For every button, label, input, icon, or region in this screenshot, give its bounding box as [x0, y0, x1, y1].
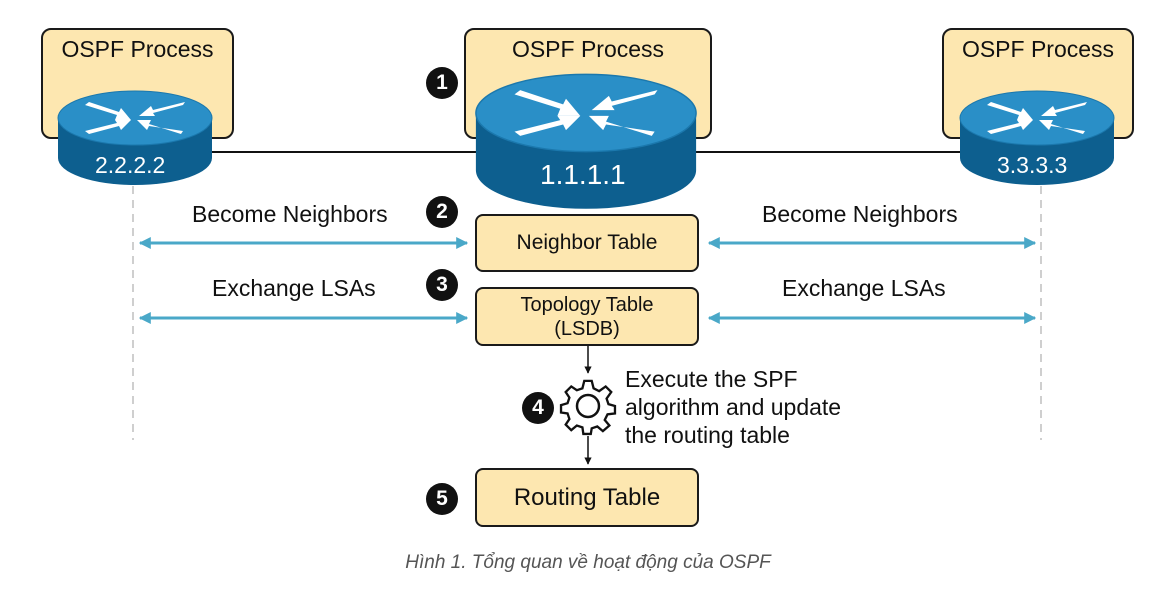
become-neighbors-label-right: Become Neighbors: [762, 201, 958, 227]
spf-description-line-1: Execute the SPF: [625, 366, 798, 392]
exchange-lsas-label-left: Exchange LSAs: [212, 275, 376, 301]
step-number-2: 2: [426, 196, 458, 228]
figure-caption: Hình 1. Tổng quan về hoạt động của OSPF: [405, 552, 771, 573]
step-number-4: 4: [522, 392, 554, 424]
ospf-process-label-right: OSPF Process: [961, 36, 1115, 62]
spf-description-line-2: algorithm and update: [625, 394, 842, 420]
router-id-center: 1.1.1.1: [540, 159, 626, 190]
neighbor-table-box: Neighbor Table: [475, 214, 699, 272]
routing-table-label: Routing Table: [513, 483, 661, 511]
step-number-3: 3: [426, 269, 458, 301]
step-number-1: 1: [426, 67, 458, 99]
topology-table-box: Topology Table (LSDB): [475, 287, 699, 346]
ospf-process-label-center: OSPF Process: [511, 36, 665, 62]
exchange-lsas-label-right: Exchange LSAs: [782, 275, 946, 301]
step-number-5: 5: [426, 483, 458, 515]
ospf-process-label-left: OSPF Process: [61, 36, 214, 62]
router-icon: [57, 90, 213, 185]
spf-description-line-3: the routing table: [625, 422, 790, 448]
router-icon: [959, 90, 1115, 185]
router-id-left: 2.2.2.2: [95, 152, 166, 178]
topology-table-sublabel: (LSDB): [554, 317, 620, 340]
gear-icon: [559, 379, 617, 436]
topology-table-label: Topology Table: [520, 293, 654, 316]
router-id-right: 3.3.3.3: [997, 152, 1068, 178]
neighbor-table-label: Neighbor Table: [516, 231, 658, 254]
become-neighbors-label-left: Become Neighbors: [192, 201, 388, 227]
router-icon: [475, 73, 697, 209]
routing-table-box: Routing Table: [475, 468, 699, 527]
